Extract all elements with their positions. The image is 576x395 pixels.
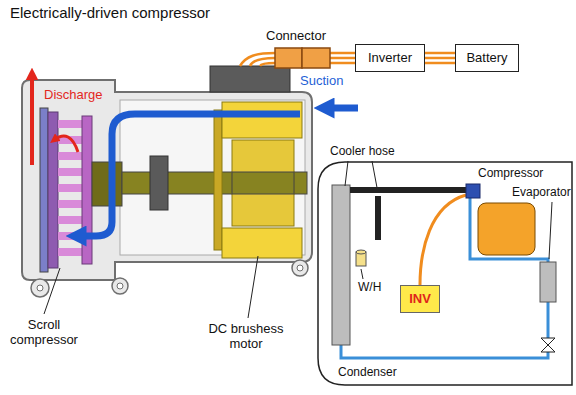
label-slot: Discharge (44, 88, 103, 103)
refrigerant-line (547, 302, 550, 338)
label-slot: Evaporator (512, 186, 571, 200)
label-slot: Condenser (338, 366, 397, 380)
power-cable (330, 57, 355, 60)
part-label: Cooler hose (330, 145, 395, 159)
discharge-curl (54, 136, 78, 152)
connector-plug (302, 48, 330, 68)
part-label: Connector (266, 29, 326, 44)
engine (478, 203, 535, 255)
mount-hole (37, 285, 43, 291)
coil-end (214, 110, 222, 250)
refrigerant-line (470, 198, 548, 262)
label-slot: W/H (358, 281, 381, 295)
compressor-block (466, 184, 480, 198)
bearing (150, 156, 168, 210)
box-text: Inverter (368, 51, 412, 66)
scroll-wrap (58, 248, 82, 256)
evaporator (540, 262, 556, 302)
leader-line (361, 269, 363, 279)
part-label: Condenser (338, 366, 397, 380)
power-cable (425, 53, 455, 63)
leader-line (372, 161, 378, 193)
box-text: Battery (466, 51, 507, 66)
cooler-hose (375, 196, 381, 240)
vehicle-outline (318, 162, 572, 385)
part-label: Discharge (44, 88, 103, 103)
mount-ear (292, 260, 308, 276)
scroll-frame (40, 108, 48, 272)
power-cable (240, 53, 275, 66)
scroll-wrap (58, 120, 82, 128)
label-slot: Cooler hose (330, 145, 395, 159)
leader-line (549, 202, 552, 259)
label-slot: Scroll compressor (4, 318, 84, 348)
power-cable (420, 195, 466, 285)
cable-wire (425, 57, 455, 60)
cable-wire (425, 62, 455, 65)
mount-hole (297, 265, 303, 271)
title-slot: Electrically-driven compressor (10, 4, 210, 21)
fixed-scroll (48, 112, 58, 268)
suction-arrow (324, 105, 358, 112)
stator (222, 102, 302, 138)
scroll-wrap (58, 216, 82, 224)
box-text: INV (409, 292, 431, 307)
mount-hole (117, 283, 123, 289)
part-label: W/H (358, 281, 381, 295)
scroll-wrap (58, 184, 82, 192)
orbiting-scroll (82, 116, 92, 264)
rotor (232, 140, 294, 226)
leader-line (248, 256, 258, 318)
condenser (332, 185, 350, 345)
shaft-hub (92, 162, 122, 206)
part-label: DC brushess motor (198, 322, 294, 352)
label-slot: DC brushess motor (198, 322, 294, 352)
part-label: Evaporator (512, 186, 571, 200)
power-cable (260, 63, 275, 66)
mount-ear (31, 279, 49, 297)
label-slot: Compressor (478, 167, 543, 181)
process-box: Inverter (355, 44, 425, 72)
power-cable (250, 58, 275, 66)
stator (222, 228, 302, 258)
power-cable (330, 52, 355, 55)
discharge-arrow (30, 74, 34, 165)
part-label: Compressor (478, 167, 543, 181)
cooler-hose (350, 187, 466, 193)
leader-line (44, 268, 60, 314)
shaft (232, 172, 294, 194)
connector-plug (275, 48, 302, 68)
scroll-wrap (58, 152, 82, 160)
water-heater-top (356, 250, 366, 254)
title: Electrically-driven compressor (10, 4, 210, 21)
process-box: INV (400, 285, 440, 313)
scroll-wrap (58, 200, 82, 208)
expansion-valve (541, 338, 555, 352)
suction-flow-arrow (76, 114, 300, 236)
part-label: Suction (300, 74, 343, 89)
process-box: Battery (455, 44, 519, 72)
terminal-box (210, 66, 290, 92)
label-slot: Connector (266, 29, 326, 44)
leader-line (345, 161, 348, 186)
refrigerant-line (341, 345, 548, 358)
part-label: Scroll compressor (4, 318, 84, 348)
label-slot: Suction (300, 74, 343, 89)
scroll-wrap (58, 168, 82, 176)
cable-wire (425, 52, 455, 55)
mount-ear (112, 278, 128, 294)
housing (22, 80, 312, 280)
power-cable (330, 62, 355, 65)
